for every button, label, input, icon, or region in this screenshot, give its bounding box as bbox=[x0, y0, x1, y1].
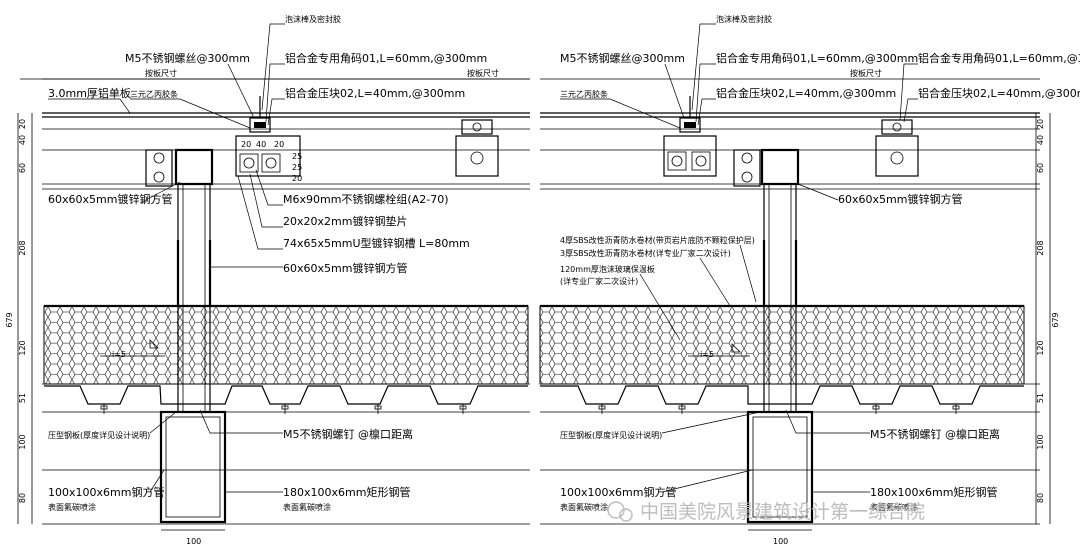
left-rect-tube bbox=[159, 410, 227, 524]
right-upper-tube bbox=[760, 148, 800, 186]
right-dim-top: 按板尺寸 bbox=[850, 68, 882, 78]
left-tube-upper-label: 60x60x5mm镀锌钢方管 bbox=[48, 192, 172, 206]
right-width-bottom: 100 bbox=[773, 537, 788, 546]
left-width-bottom: 100 bbox=[186, 537, 201, 546]
right-slope: i=5 bbox=[700, 350, 714, 359]
left-sq-tube-note: 表面氟碳喷涂 bbox=[48, 502, 96, 512]
right-sbs1-label: 4厚SBS改性沥青防水卷材(带页岩片底防不颗粒保护层) bbox=[560, 235, 755, 245]
left-epdm-label: 三元乙丙胶条 bbox=[130, 89, 178, 99]
left-gasket-label: 20x20x2mm镀锌钢垫片 bbox=[283, 214, 407, 228]
right-rect-tube bbox=[746, 410, 814, 524]
svg-text:20: 20 bbox=[18, 119, 27, 129]
svg-text:208: 208 bbox=[18, 240, 27, 255]
left-dim-top-a: 按板尺寸 bbox=[145, 68, 177, 78]
left-slope: i=5 bbox=[112, 350, 126, 359]
svg-text:60: 60 bbox=[18, 163, 27, 173]
right-sq-tube-note: 表面氟碳喷涂 bbox=[560, 502, 608, 512]
right-deck-label: 压型钢板(厚度详见设计说明) bbox=[560, 430, 662, 440]
left-clip2-label: 铝合金压块02,L=40mm,@300mm bbox=[285, 86, 465, 100]
svg-text:679: 679 bbox=[5, 312, 14, 327]
right-clip1a-label: 铝合金专用角码01,L=60mm,@300mm bbox=[716, 51, 918, 65]
svg-text:51: 51 bbox=[18, 393, 27, 403]
left-deck-label: 压型钢板(厚度详见设计说明) bbox=[48, 430, 150, 440]
right-side-dims: 20 40 60 208 120 51 100 80 679 bbox=[1035, 113, 1060, 524]
svg-text:51: 51 bbox=[1036, 393, 1045, 403]
svg-text:25: 25 bbox=[292, 152, 302, 161]
left-clip1-label: 铝合金专用角码01,L=60mm,@300mm bbox=[285, 51, 487, 65]
right-clip-side bbox=[733, 149, 761, 187]
right-foam-label: 泡沫棒及密封胶 bbox=[716, 14, 772, 24]
left-deck-screws bbox=[100, 404, 467, 414]
right-insulation bbox=[539, 305, 1025, 385]
svg-text:20: 20 bbox=[292, 174, 302, 183]
right-clip2a-label: 铝合金压块02,L=40mm,@300mm bbox=[716, 86, 896, 100]
right-deck bbox=[540, 385, 1024, 405]
svg-text:120: 120 bbox=[18, 340, 27, 355]
svg-text:20: 20 bbox=[274, 140, 284, 149]
svg-text:120: 120 bbox=[1036, 340, 1045, 355]
left-deck bbox=[44, 385, 528, 405]
left-sheet-label: 3.0mm厚铝单板 bbox=[48, 86, 131, 100]
svg-text:40: 40 bbox=[256, 140, 266, 149]
left-screw-label: M5不锈钢螺钉 @檩口距离 bbox=[283, 427, 413, 441]
right-clip2b-label: 铝合金压块02,L=40mm,@300mm bbox=[918, 86, 1080, 100]
left-insulation bbox=[43, 305, 529, 385]
right-sbs2-label: 3厚SBS改性沥青防水卷材(详专业厂家二次设计) bbox=[560, 248, 731, 258]
left-rect-tube-label: 180x100x6mm矩形钢管 bbox=[283, 485, 410, 499]
left-dim-top-b: 按板尺寸 bbox=[467, 68, 499, 78]
left-u-channel-label: 74x65x5mmU型镀锌钢槽 L=80mm bbox=[283, 236, 470, 250]
watermark: 中国美院风景建筑设计第一综合院 bbox=[607, 501, 925, 523]
left-tube-vertical-label: 60x60x5mm镀锌钢方管 bbox=[283, 261, 407, 275]
svg-text:60: 60 bbox=[1036, 163, 1045, 173]
right-tube-upper-label: 60x60x5mm镀锌钢方管 bbox=[838, 192, 962, 206]
svg-text:40: 40 bbox=[18, 135, 27, 145]
left-detail: i=5 20 40 60 208 120 51 100 80 679 20 40… bbox=[5, 14, 530, 546]
svg-text:679: 679 bbox=[1051, 312, 1060, 327]
right-rect-tube-note: 表面氟碳喷涂 bbox=[870, 502, 918, 512]
left-foam-label: 泡沫棒及密封胶 bbox=[285, 14, 341, 24]
left-sq-tube-label: 100x100x6mm钢方管 bbox=[48, 485, 164, 499]
left-clip-main bbox=[235, 96, 301, 177]
right-clip-left bbox=[663, 96, 717, 177]
svg-text:100: 100 bbox=[18, 434, 27, 449]
svg-text:208: 208 bbox=[1036, 240, 1045, 255]
right-bolt-m5-label: M5不锈钢螺丝@300mm bbox=[560, 52, 685, 65]
watermark-text: 中国美院风景建筑设计第一综合院 bbox=[640, 501, 925, 523]
left-bolt-m5-label: M5不锈钢螺丝@300mm bbox=[125, 52, 250, 65]
right-insul-note: (详专业厂家二次设计) bbox=[560, 276, 638, 286]
left-bolt-m6-label: M6x90mm不锈钢螺栓组(A2-70) bbox=[283, 192, 449, 206]
left-upper-tube bbox=[174, 148, 214, 186]
svg-text:20: 20 bbox=[241, 140, 251, 149]
right-deck-screws bbox=[598, 404, 960, 414]
left-clip-dims: 20 40 20 25 25 20 bbox=[241, 140, 302, 183]
right-layer-lines bbox=[540, 78, 1040, 525]
svg-text:80: 80 bbox=[18, 493, 27, 503]
svg-text:100: 100 bbox=[1036, 434, 1045, 449]
svg-text:20: 20 bbox=[1036, 119, 1045, 129]
right-screw-label: M5不锈钢螺钉 @檩口距离 bbox=[870, 427, 1000, 441]
svg-text:25: 25 bbox=[292, 163, 302, 172]
right-epdm-label: 三元乙丙胶条 bbox=[560, 89, 608, 99]
right-sq-tube-label: 100x100x6mm钢方管 bbox=[560, 485, 676, 499]
left-clip-right bbox=[455, 119, 499, 177]
svg-text:80: 80 bbox=[1036, 493, 1045, 503]
right-insul-label: 120mm厚泡沫玻璃保温板 bbox=[560, 264, 655, 274]
left-clip-side bbox=[145, 149, 173, 187]
right-clip-right bbox=[875, 119, 919, 177]
right-rect-tube-label: 180x100x6mm矩形钢管 bbox=[870, 485, 997, 499]
svg-text:40: 40 bbox=[1036, 135, 1045, 145]
left-side-dims: 20 40 60 208 120 51 100 80 679 bbox=[5, 113, 33, 524]
left-layer-lines bbox=[20, 78, 530, 525]
left-rect-tube-note: 表面氟碳喷涂 bbox=[283, 502, 331, 512]
right-detail: i=5 20 40 60 208 120 51 100 80 679 按板尺寸 … bbox=[539, 14, 1080, 546]
right-clip1b-label: 铝合金专用角码01,L=60mm,@300mm bbox=[918, 51, 1080, 65]
